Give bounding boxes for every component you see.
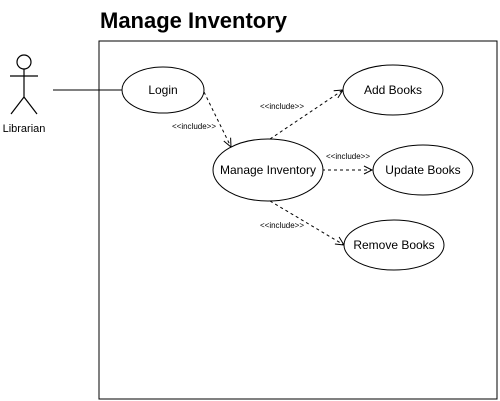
use-case-update-books[interactable]: Update Books <box>372 144 474 196</box>
actor-name: Librarian <box>3 123 46 135</box>
use-case-label: Login <box>148 83 177 97</box>
use-case-label: Update Books <box>385 163 460 177</box>
include-label: <<include>> <box>260 102 304 111</box>
diagram-title: Manage Inventory <box>100 8 288 33</box>
use-case-label: Remove Books <box>353 238 434 252</box>
actor-left-leg <box>10 96 25 115</box>
use-case-ellipse <box>372 144 474 196</box>
use-case-ellipse <box>343 219 445 271</box>
use-case-ellipse <box>212 138 324 202</box>
use-case-remove-books[interactable]: Remove Books <box>343 219 445 271</box>
use-case-manage-inventory[interactable]: Manage Inventory <box>212 138 324 202</box>
include-arrowhead <box>363 165 374 175</box>
use-case-label: Add Books <box>364 83 422 97</box>
include-label: <<include>> <box>260 221 304 230</box>
include-label: <<include>> <box>326 152 370 161</box>
actor-librarian: Librarian <box>3 54 46 135</box>
include-manage-update: <<include>> <box>322 152 374 175</box>
actor-right-leg <box>23 96 38 115</box>
actor-head-icon <box>16 54 32 70</box>
include-label: <<include>> <box>172 122 216 131</box>
use-case-label: Manage Inventory <box>220 163 316 177</box>
include-line <box>203 91 232 148</box>
include-line <box>269 89 344 140</box>
include-line <box>269 200 345 246</box>
use-case-ellipse <box>121 66 205 114</box>
use-case-login[interactable]: Login <box>121 66 205 114</box>
use-case-add-books[interactable]: Add Books <box>342 64 444 116</box>
use-case-ellipse <box>342 64 444 116</box>
